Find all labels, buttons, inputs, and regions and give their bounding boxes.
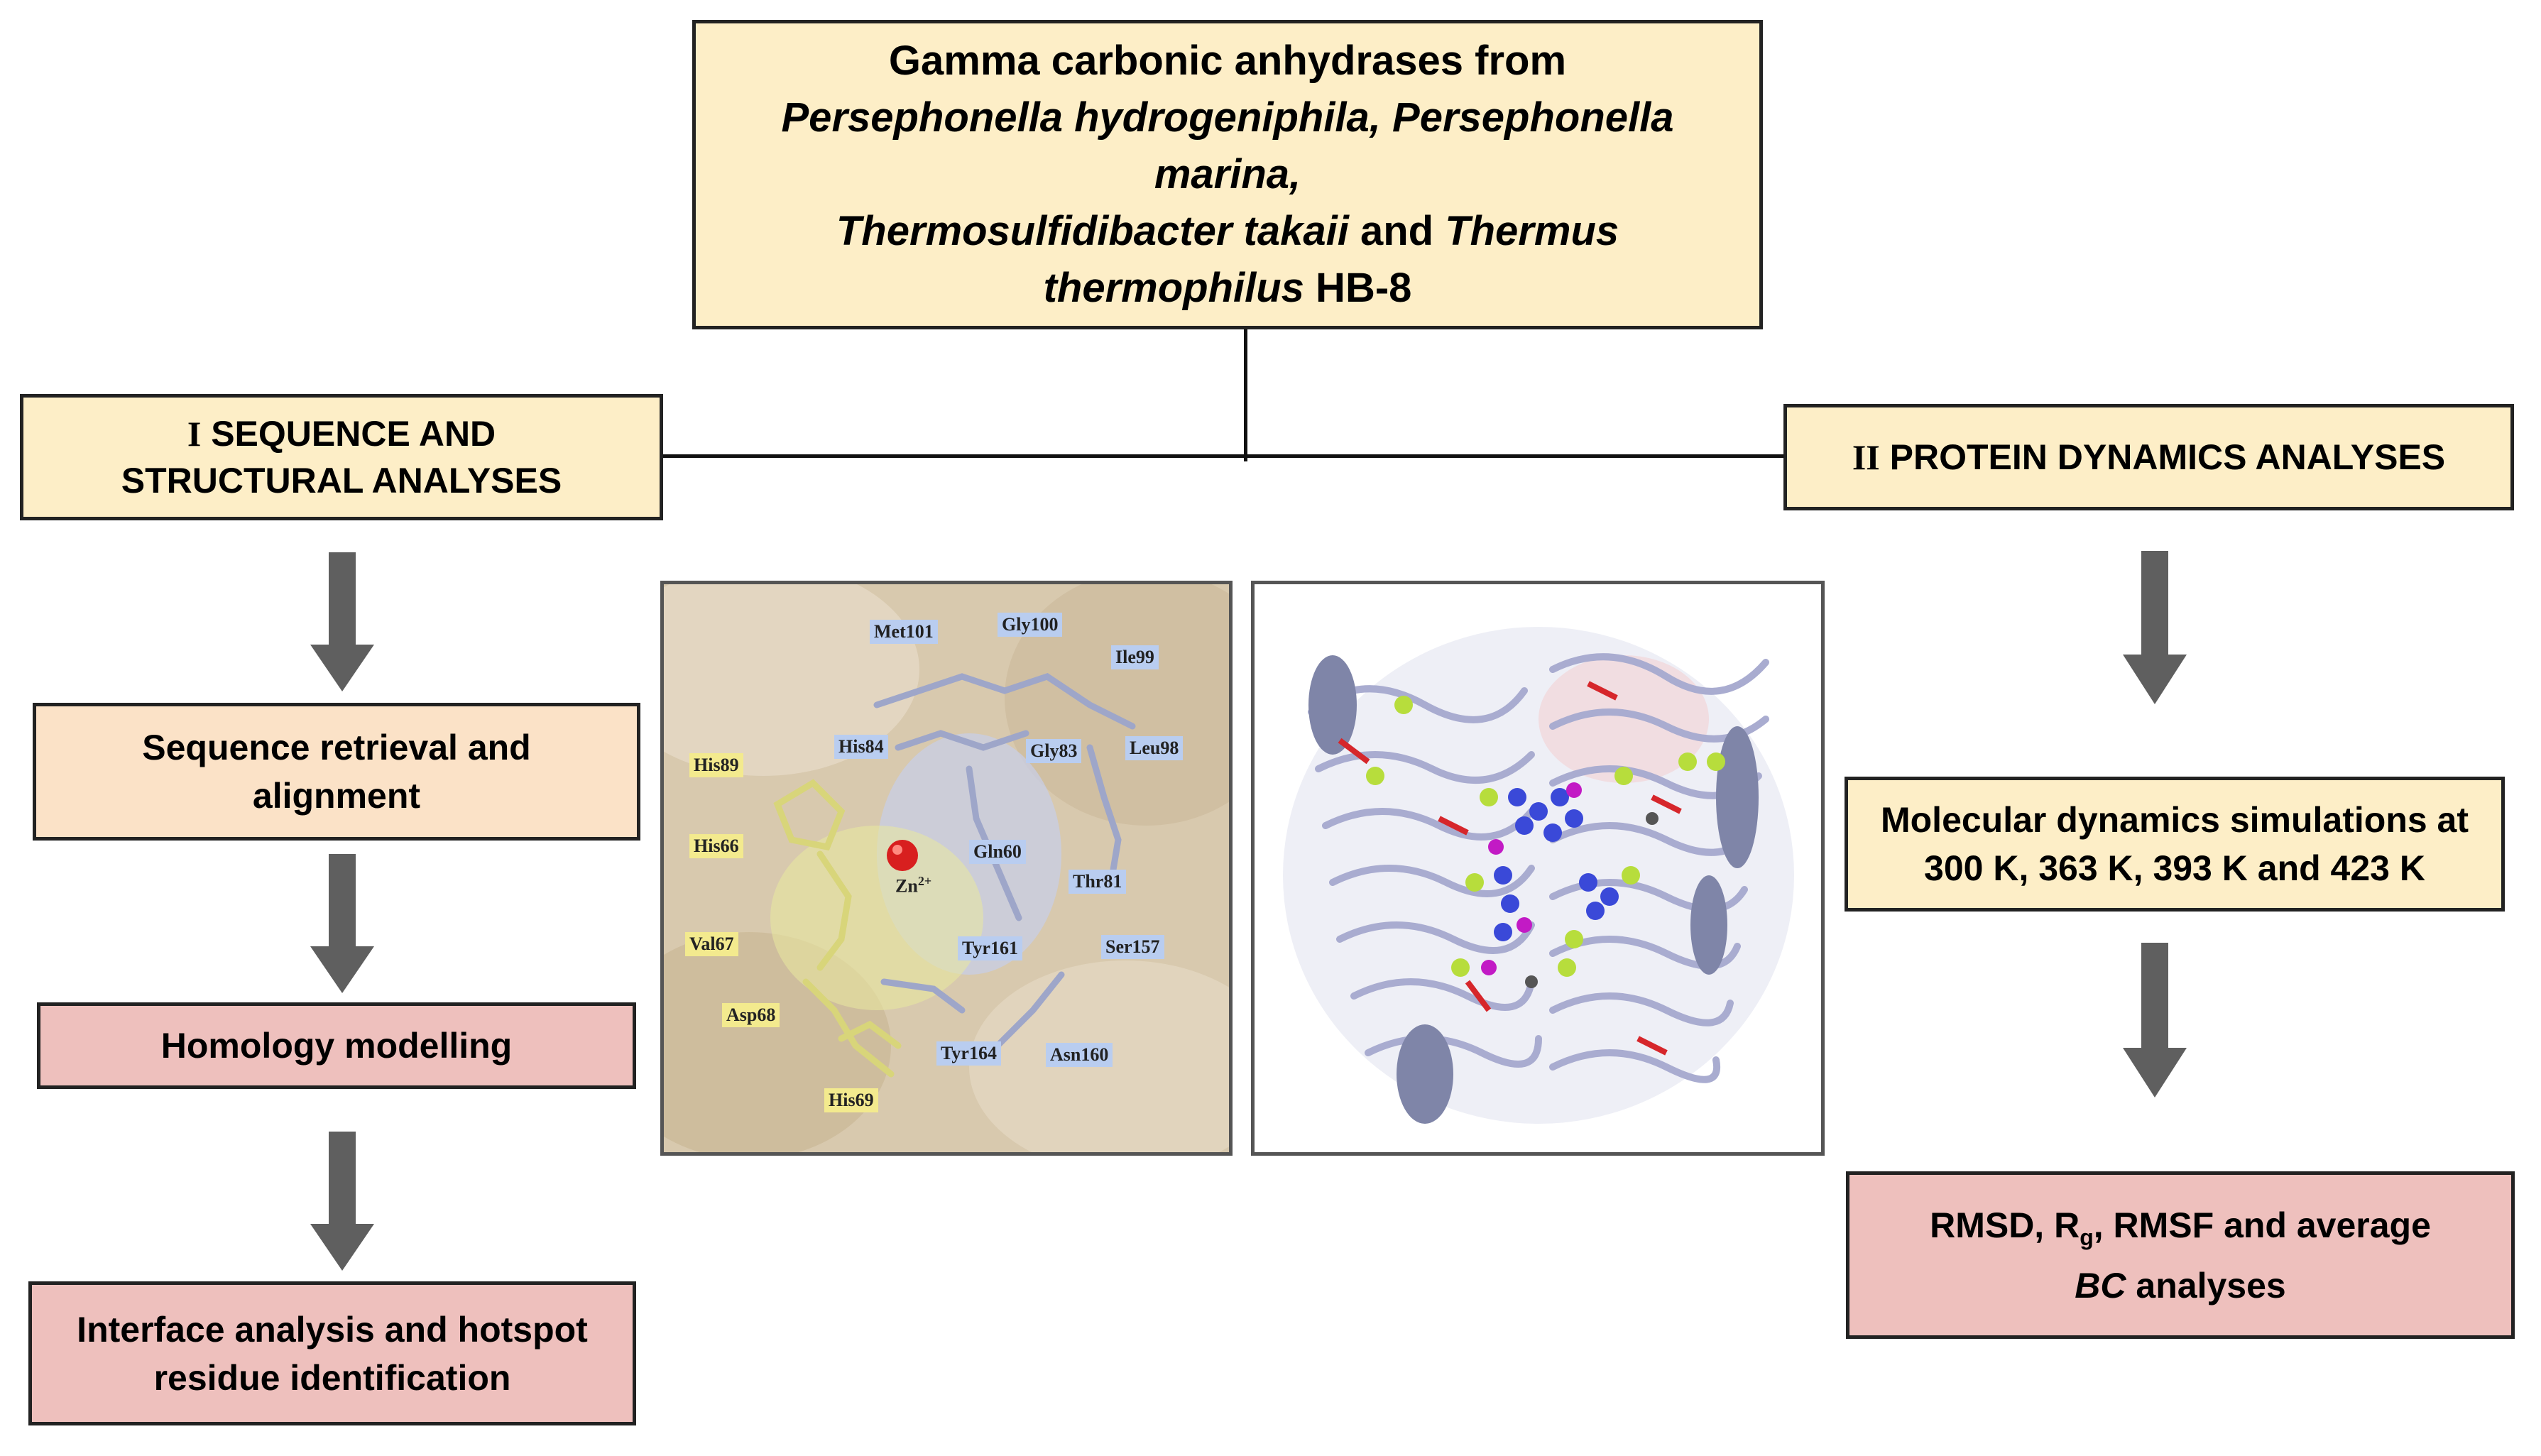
sequence-retrieval-box: Sequence retrieval and alignment <box>33 703 640 841</box>
active-site-image: Met101 Gly100 Ile99 His84 Gly83 Leu98 Gl… <box>660 581 1233 1156</box>
residue-label: Tyr161 <box>958 936 1022 960</box>
residue-label: Met101 <box>870 620 938 644</box>
residue-label: Val67 <box>685 932 738 956</box>
down-arrow-icon <box>2123 943 2187 1098</box>
connector-vertical <box>1244 329 1247 461</box>
sequence-structural-header: I SEQUENCE AND STRUCTURAL ANALYSES <box>20 394 663 520</box>
residue-label: Ile99 <box>1111 645 1159 669</box>
residue-label: His84 <box>834 735 888 759</box>
residue-label: Thr81 <box>1069 870 1127 894</box>
protein-cartoon-rendering <box>1255 584 1821 1152</box>
top-line-1: Gamma carbonic anhydrases from <box>888 38 1567 84</box>
interface-analysis-box: Interface analysis and hotspot residue i… <box>28 1281 636 1425</box>
top-line-3: marina, <box>1154 151 1301 197</box>
residue-label: Gln60 <box>969 840 1026 864</box>
connector-horizontal <box>662 454 1785 458</box>
residue-label: Ser157 <box>1101 935 1164 959</box>
md-simulations-box: Molecular dynamics simulations at 300 K,… <box>1845 777 2505 912</box>
down-arrow-icon <box>310 552 374 691</box>
active-site-rendering <box>664 584 1229 1152</box>
down-arrow-icon <box>310 854 374 993</box>
roman-numeral-one: I <box>187 414 202 454</box>
residue-label: Gly100 <box>998 613 1063 637</box>
top-title-box: Gamma carbonic anhydrases from Persephon… <box>692 20 1763 329</box>
residue-label: His66 <box>689 834 743 858</box>
residue-label: Asn160 <box>1046 1043 1113 1067</box>
zinc-ion-label: Zn2+ <box>895 874 932 897</box>
top-line-4: Thermosulfidibacter takaii and Thermus <box>836 208 1619 254</box>
residue-label: His69 <box>824 1088 878 1112</box>
down-arrow-icon <box>310 1132 374 1271</box>
residue-label: Leu98 <box>1125 736 1184 760</box>
residue-label: Tyr164 <box>936 1041 1001 1066</box>
top-line-2: Persephonella hydrogeniphila, Persephone… <box>781 94 1674 141</box>
protein-structure-image <box>1251 581 1825 1156</box>
top-line-5: thermophilus HB-8 <box>1043 265 1412 311</box>
down-arrow-icon <box>2123 551 2187 704</box>
roman-numeral-two: II <box>1852 437 1880 477</box>
residue-label: His89 <box>689 753 743 777</box>
homology-modelling-box: Homology modelling <box>37 1002 636 1089</box>
residue-label: Gly83 <box>1026 739 1082 763</box>
protein-dynamics-header: II PROTEIN DYNAMICS ANALYSES <box>1783 404 2514 510</box>
rmsd-analyses-box: RMSD, Rg, RMSF and average BC analyses <box>1846 1171 2515 1339</box>
residue-label: Asp68 <box>722 1003 780 1027</box>
